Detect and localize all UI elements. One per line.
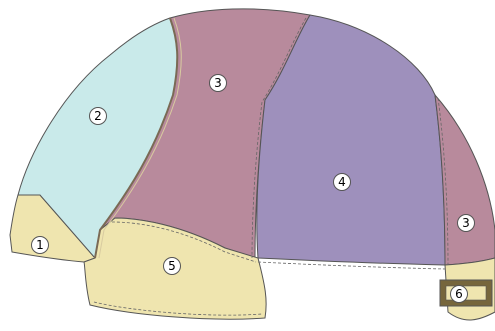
badge-6: 6 (451, 286, 468, 303)
label-1: 1 (36, 238, 44, 252)
badge-4: 4 (334, 174, 351, 191)
label-4: 4 (338, 175, 346, 189)
badge-5: 5 (164, 258, 181, 275)
label-2: 2 (94, 109, 102, 123)
label-3-right: 3 (462, 216, 470, 230)
badge-3-top: 3 (210, 75, 227, 92)
label-3-top: 3 (214, 76, 222, 90)
label-5: 5 (168, 259, 176, 273)
badge-2: 2 (90, 108, 107, 125)
badge-3-right: 3 (458, 215, 475, 232)
label-6: 6 (455, 287, 463, 301)
badge-1: 1 (32, 237, 49, 254)
